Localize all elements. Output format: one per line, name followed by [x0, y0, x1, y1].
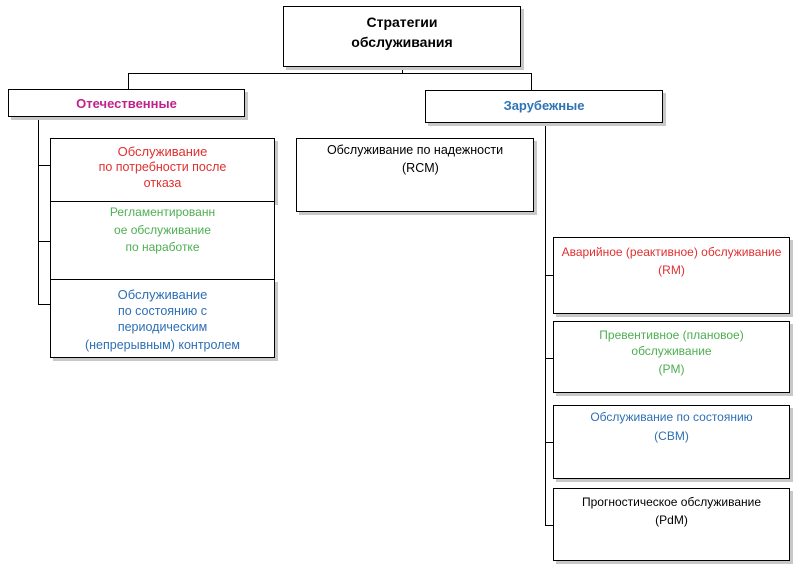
- branch-connector: [128, 73, 532, 74]
- domestic-item-2-line-2: ое обслуживание: [114, 223, 211, 237]
- domestic-item-3-line-2: по состоянию с: [117, 304, 208, 318]
- foreign-branch-2: [545, 358, 553, 359]
- foreign-item-3-box: [553, 405, 790, 479]
- foreign-item-1-line-2: (RM): [658, 263, 685, 277]
- rcm-line-2: (RCM): [402, 161, 439, 175]
- domestic-item-1-box: [50, 138, 275, 202]
- domestic-item-3-line-3: периодическим: [117, 320, 208, 334]
- foreign-item-4-box: [553, 488, 790, 561]
- domestic-item-1-line-3: отказа: [143, 176, 182, 190]
- foreign-item-2-line-2: обслуживание: [631, 344, 712, 358]
- domestic-header: [8, 89, 245, 117]
- foreign-item-1-line-1: Аварийное (реактивное) обслуживание: [561, 245, 782, 259]
- domestic-branch-2: [38, 241, 50, 242]
- foreign-item-3-line-1: Обслуживание по состоянию: [590, 410, 753, 424]
- rcm-line-1: Обслуживание по надежности: [326, 143, 504, 157]
- domestic-branch-1: [38, 165, 50, 166]
- root-label-line-1: Стратегии: [366, 14, 438, 30]
- foreign-item-2-box: [553, 321, 790, 393]
- foreign-item-4-line-1: Прогностическое обслуживание: [581, 495, 762, 509]
- foreign-item-2-line-3: (PM): [658, 362, 685, 376]
- domestic-item-1-line-2: по потребности после: [98, 160, 227, 174]
- foreign-header: [425, 90, 663, 123]
- domestic-item-3-line-1: Обслуживание: [117, 287, 208, 302]
- foreign-branch-3: [545, 442, 553, 443]
- root-node: [283, 6, 521, 67]
- foreign-item-2-line-1: Превентивное (плановое): [599, 328, 744, 342]
- domestic-item-2-line-1: Регламентированн: [109, 205, 216, 219]
- rcm-box: [296, 138, 534, 212]
- foreign-branch-4: [545, 525, 553, 526]
- foreign-title: Зарубежные: [503, 98, 585, 113]
- domestic-item-1-line-1: Обслуживание: [117, 144, 208, 159]
- domestic-drop: [128, 73, 129, 90]
- root-label-line-2: обслуживания: [351, 34, 453, 50]
- domestic-spine: [38, 116, 39, 305]
- foreign-item-3-line-2: (CBM): [654, 429, 689, 443]
- foreign-branch-1: [545, 275, 553, 276]
- domestic-item-3-box: [50, 279, 275, 358]
- domestic-title: Отечественные: [76, 96, 177, 111]
- root-connector: [402, 66, 403, 74]
- domestic-item-3-line-4: (непрерывным) контролем: [84, 338, 241, 352]
- foreign-drop: [531, 73, 532, 90]
- foreign-spine: [545, 123, 546, 526]
- domestic-item-2-line-3: по наработке: [125, 240, 200, 254]
- foreign-item-4-line-2: (PdM): [655, 513, 688, 527]
- foreign-item-1-box: [553, 237, 790, 314]
- domestic-branch-3: [38, 304, 50, 305]
